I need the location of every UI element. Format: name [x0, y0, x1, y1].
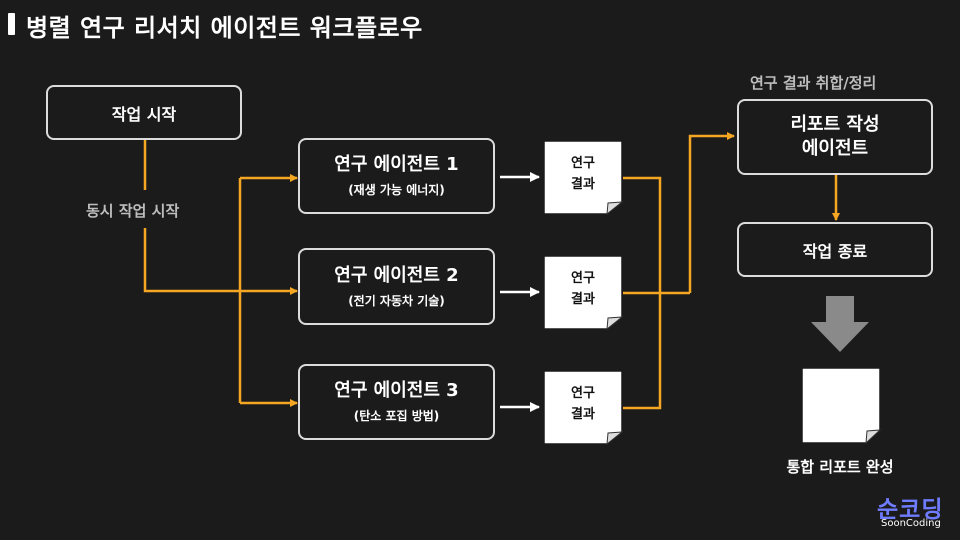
result-3-line2: 결과	[571, 407, 595, 422]
report-agent-node: 리포트 작성 에이전트	[737, 99, 933, 175]
title-marker	[8, 13, 15, 35]
end-node: 작업 종료	[737, 222, 933, 277]
start-node: 작업 시작	[46, 85, 242, 140]
agent2-topic: (전기 자동차 기술)	[348, 293, 445, 308]
agent1-title: 연구 에이전트 1	[334, 154, 459, 175]
research-agent-2: 연구 에이전트 2 (전기 자동차 기술)	[298, 248, 495, 325]
brand-subtitle: SoonCoding	[881, 518, 941, 529]
down-arrow-icon	[811, 296, 869, 352]
connector-to-report	[688, 132, 735, 293]
report-agent-line1: 리포트 작성	[790, 114, 880, 135]
report-agent-line2: 에이전트	[801, 138, 869, 159]
result-2-line2: 결과	[571, 292, 595, 307]
parallel-start-note: 동시 작업 시작	[86, 202, 180, 220]
connector-start-to-bus	[143, 228, 240, 293]
result-label-2: 연구 결과	[544, 268, 622, 310]
result-label-1: 연구 결과	[544, 153, 622, 195]
start-label: 작업 시작	[111, 104, 177, 124]
agent1-topic: (재생 가능 에너지)	[348, 183, 445, 197]
result-1-line2: 결과	[571, 177, 595, 192]
brand-logo: 순코딩	[877, 497, 944, 523]
result-1-line1: 연구	[571, 156, 595, 171]
agent2-title: 연구 에이전트 2	[334, 264, 459, 286]
page-title: 병렬 연구 리서치 에이전트 워크플로우	[26, 14, 423, 42]
agent3-topic: (탄소 포집 방법)	[353, 409, 440, 423]
research-agent-1: 연구 에이전트 1 (재생 가능 에너지)	[298, 138, 495, 214]
result-3-line1: 연구	[571, 386, 595, 401]
research-agent-3: 연구 에이전트 3 (탄소 포집 방법)	[298, 364, 495, 440]
final-report-label: 통합 리포트 완성	[786, 458, 894, 476]
result-2-line1: 연구	[571, 271, 595, 286]
result-label-3: 연구 결과	[544, 383, 622, 425]
agent3-title: 연구 에이전트 3	[334, 380, 459, 401]
end-label: 작업 종료	[802, 241, 868, 261]
collect-note: 연구 결과 취합/정리	[750, 74, 877, 92]
